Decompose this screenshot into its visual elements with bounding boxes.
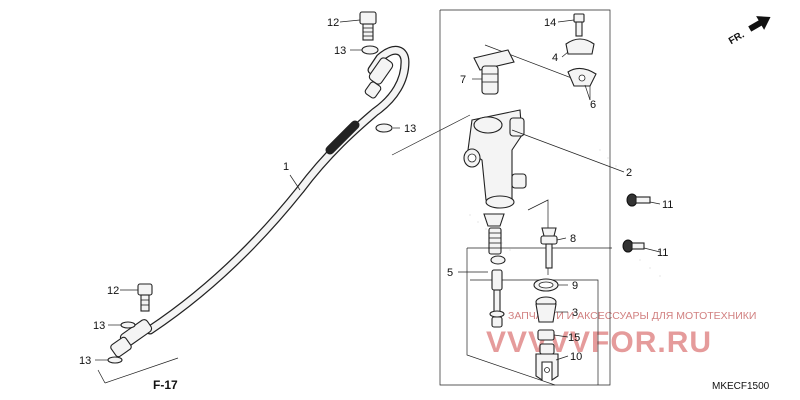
callout-13-upper: 13 [334,45,346,57]
push-rod [540,227,558,269]
callout-13-lower-a: 13 [93,320,105,332]
callout-11-lower: 11 [657,247,668,259]
watermark-tagline: ЗАПЧАСТИ И АКСЕССУАРЫ ДЛЯ МОТОТЕХНИКИ [508,310,756,322]
hose-washer-lower [107,356,123,364]
callout-labels: 12 13 13 1 12 13 13 F-17 14 4 6 7 2 11 1… [79,17,673,392]
front-label: FR. [727,29,747,47]
front-direction-arrow: FR. [727,16,771,47]
reference-line [104,357,179,384]
callout-4: 4 [552,52,558,64]
diagram-code: MKECF1500 [712,381,770,392]
callout-1: 1 [283,161,289,173]
piston-set [483,213,506,328]
callout-3: 3 [572,307,578,319]
callout-7: 7 [460,74,466,86]
callout-13-hose: 13 [404,123,416,135]
reference-f17: F-17 [153,378,178,392]
callout-12-upper: 12 [327,17,339,29]
leader-lines [95,19,661,361]
upper-sealing-washer [361,45,379,55]
callout-6: 6 [590,99,596,111]
callout-15: 15 [568,332,580,344]
arrow-icon [748,16,771,32]
callout-14: 14 [544,17,556,29]
master-cylinder-body [463,109,527,209]
callout-5: 5 [447,267,453,279]
callout-8: 8 [570,233,576,245]
cap-screw [573,13,585,37]
mounting-bolt-upper [626,193,651,207]
mounting-bolt-lower [622,239,645,253]
upper-banjo-bolt [359,11,377,41]
rod-clevis [535,343,559,382]
reservoir-joint [473,49,515,95]
callout-11-upper: 11 [662,199,673,211]
lower-sealing-washer [375,123,393,133]
callout-13-lower-b: 13 [79,355,91,367]
watermark: ЗАПЧАСТИ И АКСЕССУАРЫ ДЛЯ МОТОТЕХНИКИ VV… [469,149,756,359]
reservoir-cap [565,38,595,55]
watermark-brand: VVVVVFOR.RU [486,326,712,359]
callout-10: 10 [570,351,582,363]
brake-hose [110,45,410,358]
callout-2: 2 [626,167,632,179]
lower-banjo-bolt [137,283,153,312]
callout-12-lower: 12 [107,285,119,297]
hose-washer-upper [120,321,136,329]
push-rod-boot [535,296,557,323]
callout-9: 9 [572,280,578,292]
lock-nut [537,329,555,341]
